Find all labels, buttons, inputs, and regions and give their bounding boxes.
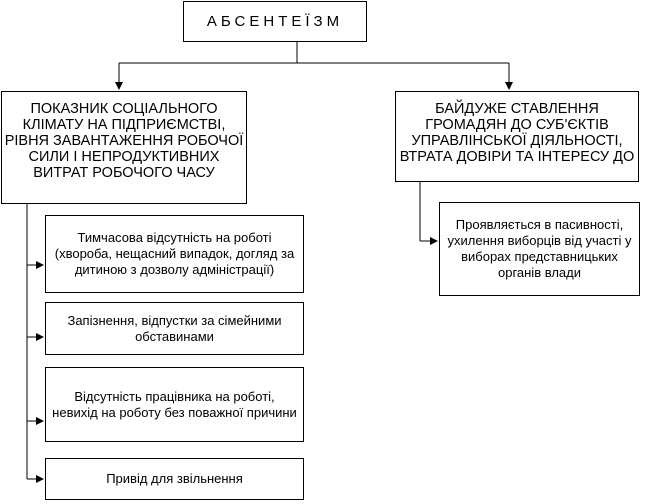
left-item-text-1: Тимчасова відсутність на роботі (хвороба…	[54, 230, 295, 277]
diagram-title: АБСЕНТЕЇЗМ	[206, 13, 344, 30]
left-item-box-2: Запізнення, відпустки за сімейними обста…	[45, 302, 304, 355]
left-item-box-1: Тимчасова відсутність на роботі (хвороба…	[45, 215, 304, 293]
right-branch-box: БАЙДУЖЕ СТАВЛЕННЯ ГРОМАДЯН ДО СУБ'ЄКТІВ …	[395, 91, 639, 182]
right-item-box-1: Проявляється в пасивності, ухилення вибо…	[439, 202, 640, 296]
right-branch-label: БАЙДУЖЕ СТАВЛЕННЯ ГРОМАДЯН ДО СУБ'ЄКТІВ …	[399, 101, 635, 165]
left-item-box-3: Відсутність працівника на роботі, невихі…	[45, 367, 304, 442]
left-item-text-3: Відсутність працівника на роботі, невихі…	[52, 388, 297, 420]
left-item-box-4: Привід для звільнення	[45, 458, 304, 500]
left-branch-label: ПОКАЗНИК СОЦІАЛЬНОГО КЛІМАТУ НА ПІДПРИЄМ…	[4, 101, 244, 181]
title-box: АБСЕНТЕЇЗМ	[183, 1, 367, 42]
left-branch-box: ПОКАЗНИК СОЦІАЛЬНОГО КЛІМАТУ НА ПІДПРИЄМ…	[1, 91, 247, 204]
right-item-text-1: Проявляється в пасивності, ухилення вибо…	[447, 217, 632, 280]
left-item-text-2: Запізнення, відпустки за сімейними обста…	[67, 312, 282, 344]
left-item-text-4: Привід для звільнення	[106, 471, 243, 486]
